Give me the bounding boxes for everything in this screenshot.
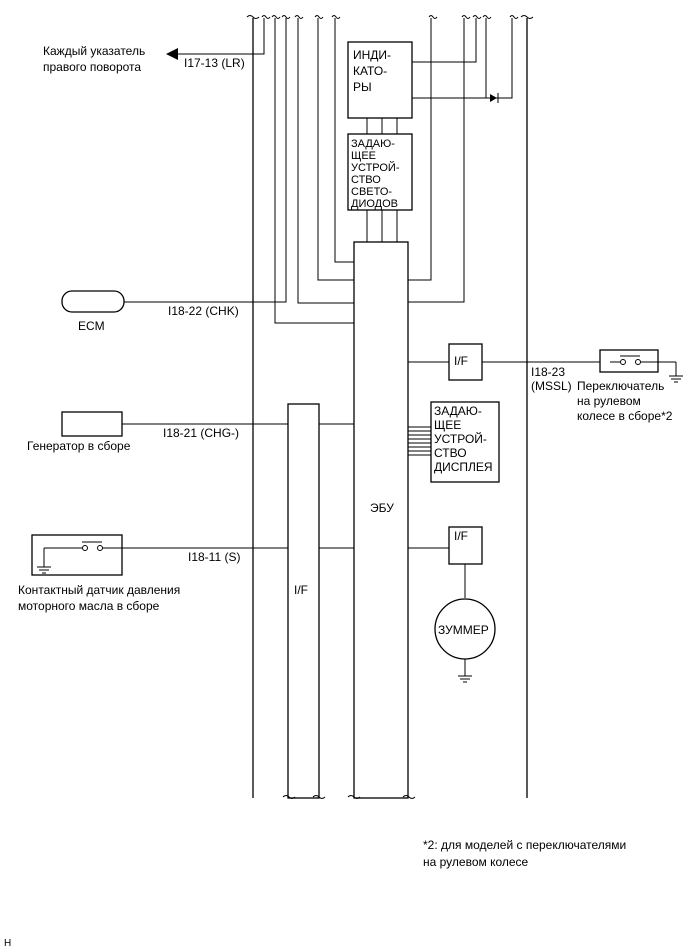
- steering-switch-label: колесе в сборе*2: [577, 409, 673, 423]
- connector-s: I18-11 (S): [188, 550, 240, 564]
- diode-icon: [490, 93, 499, 103]
- led-driver-label: УСТРОЙ-: [351, 161, 400, 174]
- ecu-block: ЭБУ: [347, 241, 416, 799]
- led-driver-label: СВЕТО-: [351, 186, 392, 198]
- if-top-label: I/F: [454, 354, 468, 368]
- display-driver-label: ЩЕЕ: [434, 418, 461, 432]
- turn-signal-label: правого поворота: [43, 60, 141, 74]
- led-driver-label: ЗАДАЮ-: [351, 138, 395, 150]
- footnote: *2: для моделей с переключателями на рул…: [423, 838, 626, 869]
- led-driver-label: СТВО: [351, 174, 381, 186]
- footnote-line: на рулевом колесе: [423, 855, 529, 869]
- steering-switch-label: на рулевом: [577, 394, 641, 408]
- steering-switch: I18-23 (MSSL) Переключатель на рулевом к…: [531, 349, 683, 423]
- meter-frame: [246, 15, 534, 798]
- ecm-label: ECM: [78, 319, 105, 333]
- oil-pressure-switch: I18-11 (S) Контактный датчик давления мо…: [18, 534, 354, 613]
- if-bottom-label: I/F: [454, 529, 468, 543]
- turn-signal-output: Каждый указатель правого поворота I17-13…: [43, 44, 245, 74]
- connector-chg: I18-21 (CHG-): [163, 426, 239, 440]
- buzzer-label: ЗУММЕР: [438, 623, 489, 637]
- ecu-label: ЭБУ: [370, 501, 394, 515]
- display-driver-label: ЗАДАЮ-: [434, 404, 482, 418]
- alternator-label: Генератор в сборе: [27, 439, 131, 453]
- connector-mssl: I18-23: [531, 365, 565, 379]
- footnote-line: *2: для моделей с переключателями: [423, 838, 626, 852]
- led-driver-label: ДИОДОВ: [351, 198, 398, 210]
- connector-chk: I18-22 (CHK): [168, 304, 239, 318]
- indicators-label: РЫ: [353, 80, 372, 94]
- if-left-label: I/F: [294, 583, 308, 597]
- arrow-left-icon: [166, 48, 178, 60]
- corner-mark: H: [4, 938, 11, 949]
- indicator-led-links: [366, 118, 398, 134]
- connector-mssl: (MSSL): [531, 379, 572, 393]
- indicators-label: КАТО-: [353, 64, 387, 78]
- turn-signal-label: Каждый указатель: [43, 44, 145, 58]
- display-driver-block: ЗАДАЮ- ЩЕЕ УСТРОЙ- СТВО ДИСПЛЕЯ: [408, 401, 500, 483]
- display-driver-label: ДИСПЛЕЯ: [434, 460, 493, 474]
- display-driver-label: СТВО: [434, 446, 467, 460]
- ground-icon: [37, 566, 51, 574]
- connector-lr: I17-13 (LR): [184, 56, 245, 70]
- oil-switch-label: моторного масла в сборе: [18, 599, 160, 613]
- if-left-block: I/F: [282, 403, 326, 799]
- alternator-component: Генератор в сборе I18-21 (CHG-): [27, 411, 354, 453]
- indicators-block: ИНДИ- КАТО- РЫ: [347, 41, 413, 119]
- if-bottom-block: I/F: [408, 526, 483, 598]
- buzzer-component: ЗУММЕР: [434, 598, 496, 683]
- indicators-label: ИНДИ-: [353, 48, 391, 62]
- steering-switch-label: Переключатель: [577, 379, 664, 393]
- ground-icon: [669, 375, 683, 383]
- if-top-block: I/F: [408, 343, 600, 381]
- display-driver-label: УСТРОЙ-: [434, 431, 487, 446]
- led-driver-label: ЩЕЕ: [351, 150, 376, 162]
- led-ecu-links: [366, 210, 398, 242]
- ecm-component: ECM I18-22 (CHK): [61, 290, 239, 333]
- wire-break-marks: [261, 15, 519, 19]
- oil-switch-label: Контактный датчик давления: [18, 583, 180, 597]
- led-driver-block: ЗАДАЮ- ЩЕЕ УСТРОЙ- СТВО СВЕТО- ДИОДОВ: [347, 133, 413, 211]
- ground-icon: [458, 675, 472, 683]
